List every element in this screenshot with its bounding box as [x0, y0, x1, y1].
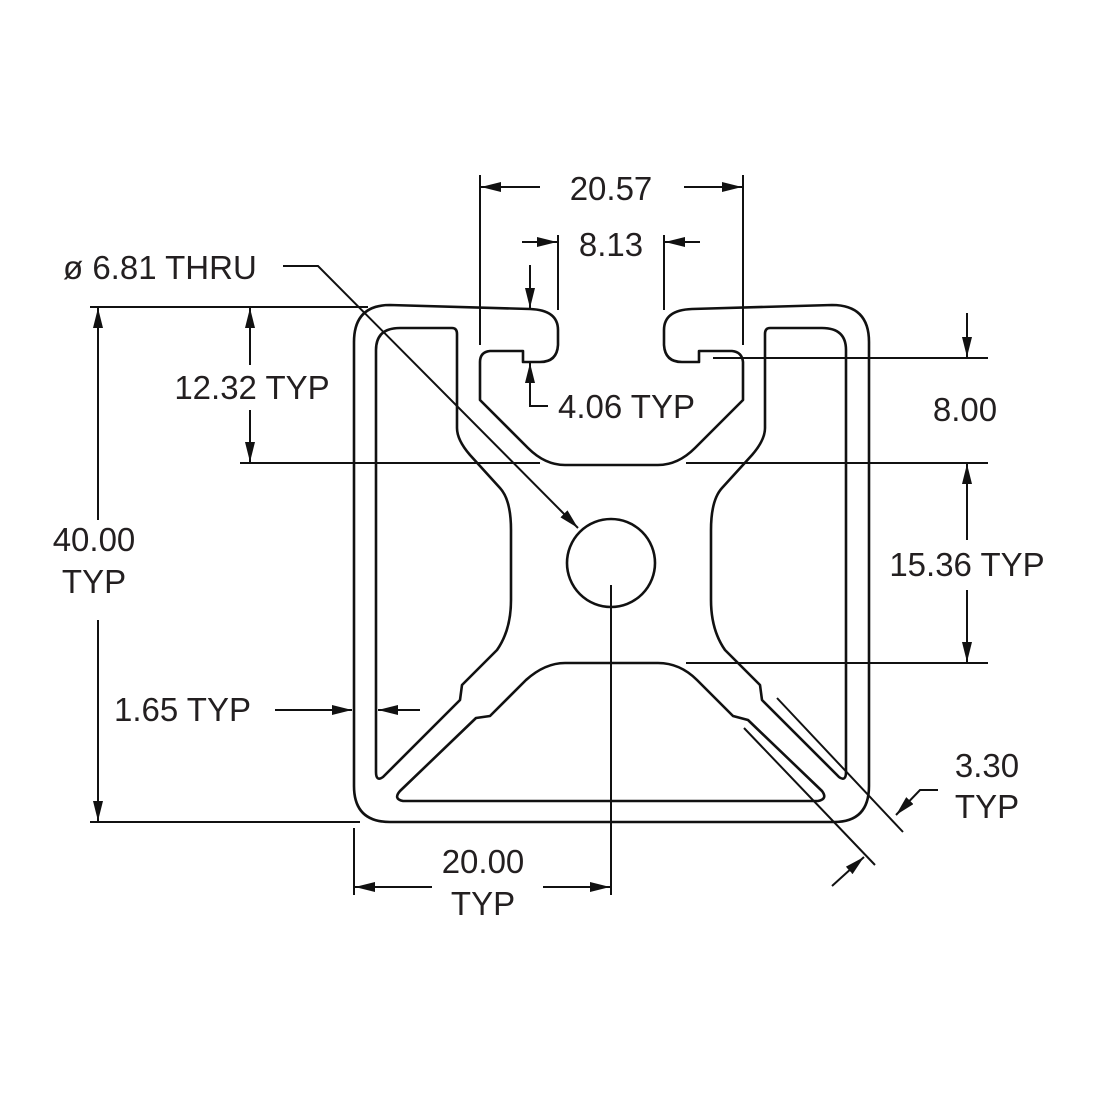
dim-slot-lip-depth: 8.00 [713, 313, 997, 428]
dim-wall-thickness: 1.65 TYP [114, 691, 420, 728]
dim-lip-thickness: 4.06 TYP [525, 265, 695, 425]
dim-half-width: 20.00 TYP [353, 828, 610, 922]
svg-text:TYP: TYP [62, 563, 126, 600]
svg-text:40.00: 40.00 [53, 521, 136, 558]
dim-web-spacing: 15.36 TYP [686, 464, 1045, 664]
svg-text:TYP: TYP [451, 885, 515, 922]
svg-text:3.30: 3.30 [955, 747, 1019, 784]
svg-text:TYP: TYP [955, 788, 1019, 825]
svg-text:12.32 TYP: 12.32 TYP [174, 369, 329, 406]
svg-text:20.57: 20.57 [570, 170, 653, 207]
dim-slot-width: 20.57 [479, 170, 744, 345]
profile-outer-contour [352, 303, 871, 824]
svg-text:20.00: 20.00 [442, 843, 525, 880]
dim-overall-height: 40.00 TYP [53, 308, 360, 823]
dim-web-thickness: 3.30 TYP [743, 697, 1019, 887]
svg-text:8.00: 8.00 [933, 391, 997, 428]
svg-text:8.13: 8.13 [579, 226, 643, 263]
left-cavity [374, 326, 513, 780]
svg-text:15.36 TYP: 15.36 TYP [889, 546, 1044, 583]
bottom-cavity [395, 661, 826, 803]
dim-hole: ø 6.81 THRU [63, 249, 579, 529]
dim-slot-depth: 12.32 TYP [90, 306, 988, 464]
dim-slot-opening: 8.13 [522, 226, 700, 310]
svg-text:1.65 TYP: 1.65 TYP [114, 691, 251, 728]
svg-text:4.06 TYP: 4.06 TYP [558, 388, 695, 425]
right-cavity [709, 326, 848, 780]
svg-text:ø 6.81 THRU: ø 6.81 THRU [63, 249, 257, 286]
